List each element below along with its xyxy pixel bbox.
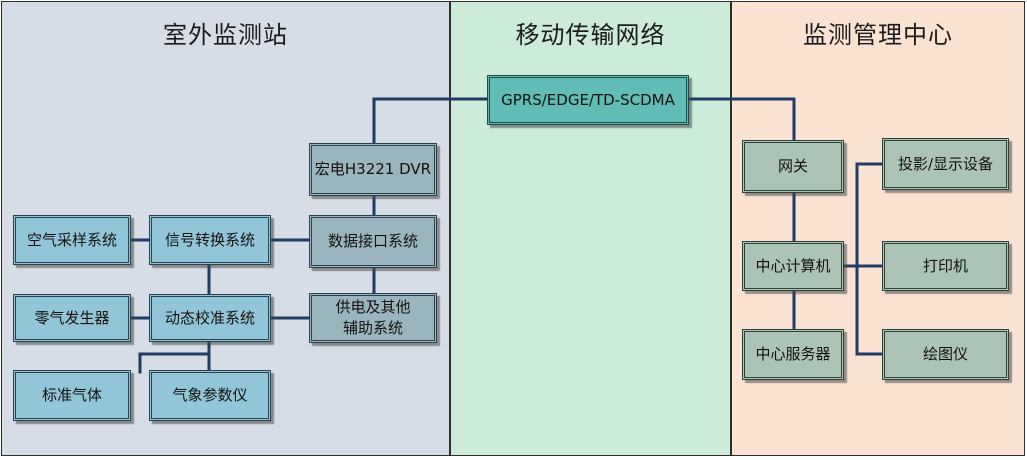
projector-display-label: 投影/显示设备 [897, 154, 994, 173]
gprs-network-label: GPRS/EDGE/TD-SCDMA [501, 90, 675, 109]
signal-conversion-box: 信号转换系统 [149, 215, 271, 265]
printer-label: 打印机 [922, 256, 968, 275]
wire-dvr-gprs [372, 97, 491, 147]
zero-gas-generator-box: 零气发生器 [13, 294, 131, 342]
central-computer-box: 中心计算机 [742, 241, 844, 291]
outdoor-panel-title: 室外监测站 [163, 21, 288, 49]
plotter-label: 绘图仪 [922, 345, 968, 363]
dvr-box: 宏电H3221 DVR [309, 143, 437, 196]
air-sampling-box: 空气采样系统 [13, 215, 131, 265]
standard-gas-label: 标准气体 [41, 386, 102, 404]
dynamic-calibration-box: 动态校准系统 [149, 294, 271, 342]
network-panel-title: 移动传输网络 [515, 21, 666, 49]
weather-instrument-label: 气象参数仪 [172, 386, 248, 404]
central-server-box: 中心服务器 [742, 329, 844, 380]
plotter-box: 绘图仪 [882, 329, 1009, 380]
central-computer-label: 中心计算机 [755, 256, 831, 275]
air-sampling-label: 空气采样系统 [26, 230, 117, 249]
standard-gas-box: 标准气体 [13, 370, 131, 421]
weather-instrument-box: 气象参数仪 [149, 370, 271, 421]
power-auxiliary-line1: 供电及其他 [335, 298, 411, 316]
dynamic-calibration-label: 动态校准系统 [164, 308, 255, 327]
management-center-panel: 监测管理中心 [731, 1, 1025, 456]
gprs-network-box: GPRS/EDGE/TD-SCDMA [487, 75, 689, 125]
power-auxiliary-box: 供电及其他 辅助系统 [309, 293, 437, 343]
gateway-label: 网关 [777, 157, 808, 175]
printer-box: 打印机 [882, 241, 1009, 291]
zero-gas-generator-label: 零气发生器 [34, 308, 110, 327]
projector-display-box: 投影/显示设备 [882, 138, 1009, 190]
data-interface-label: 数据接口系统 [327, 232, 418, 250]
wire-calibration-standardgas [138, 339, 211, 374]
signal-conversion-label: 信号转换系统 [164, 230, 255, 249]
center-panel-title: 监测管理中心 [803, 21, 953, 49]
power-auxiliary-text: 供电及其他 辅助系统 [335, 297, 410, 339]
gateway-box: 网关 [742, 140, 844, 193]
power-auxiliary-line2: 辅助系统 [342, 319, 403, 337]
data-interface-box: 数据接口系统 [309, 215, 437, 268]
central-server-label: 中心服务器 [755, 345, 831, 363]
dvr-label: 宏电H3221 DVR [314, 160, 432, 178]
wire-gprs-gateway [686, 97, 796, 144]
